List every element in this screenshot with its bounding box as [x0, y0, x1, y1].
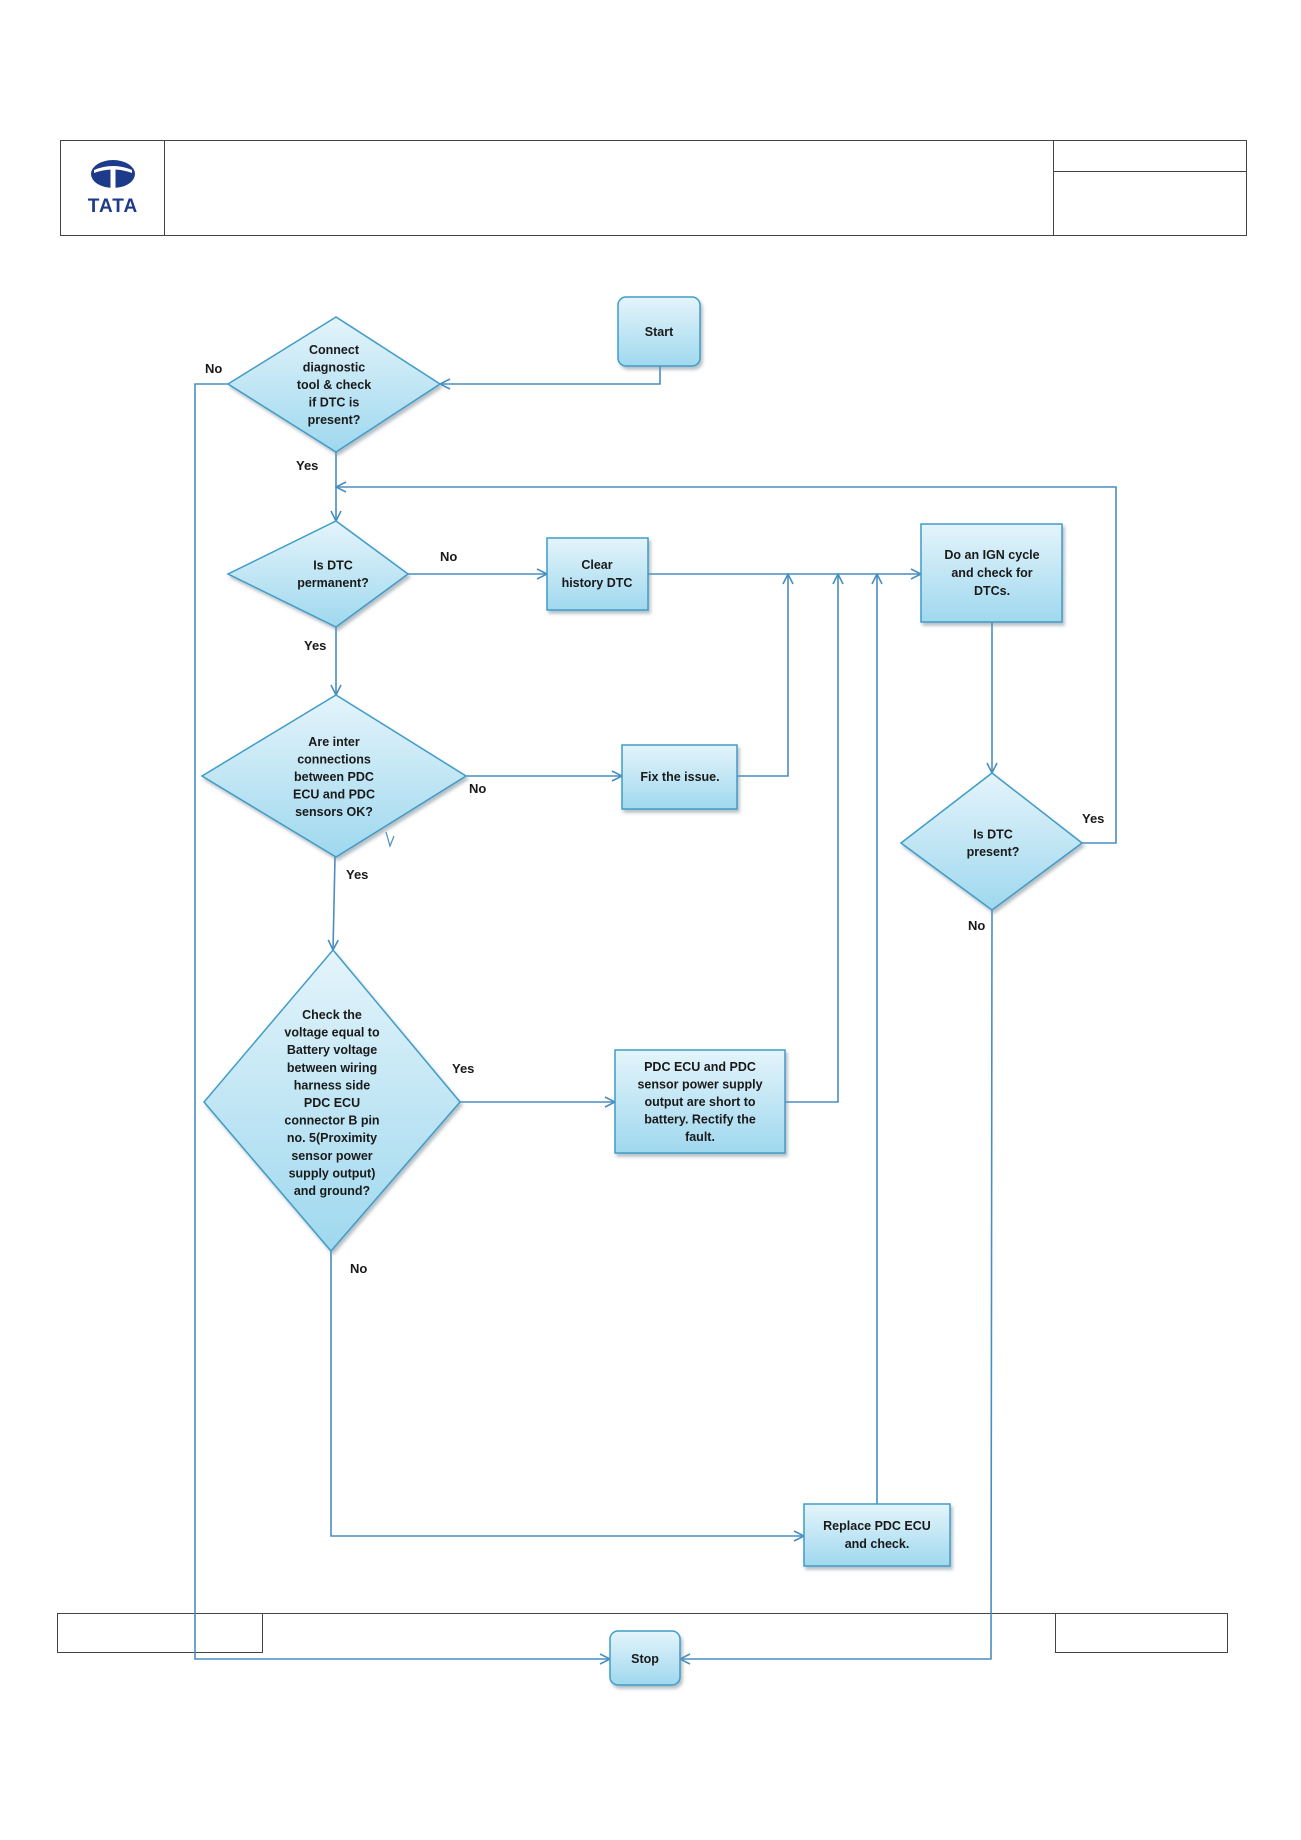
decision-interconnections-ok-text: Are inter connections between PDC ECU and P… — [293, 735, 375, 819]
node-text-line: present? — [308, 413, 361, 427]
logo-text: TATA — [87, 196, 139, 217]
node-text-line: if DTC is — [309, 396, 360, 410]
node-text-line: sensors OK? — [295, 805, 373, 819]
label-d5-yes: Yes — [1082, 811, 1104, 826]
node-text-line: connections — [297, 753, 371, 767]
node-text-line: and ground? — [294, 1184, 370, 1198]
node-text-line: output are short to — [644, 1095, 755, 1109]
edge-short-to-main — [785, 574, 838, 1103]
node-text-line: and check for — [951, 566, 1032, 580]
decision-dtc-present-initial — [226, 316, 442, 453]
node-text-line: history DTC — [562, 576, 633, 590]
start-label: Start — [645, 325, 674, 339]
process-short-to-battery-text: PDC ECU and PDC sensor power supply output… — [637, 1060, 762, 1144]
node-text-line: supply output) — [289, 1166, 376, 1180]
stray-mark — [385, 831, 395, 848]
node-text-line: Is DTC — [313, 558, 353, 572]
edge-start-to-d1 — [440, 366, 661, 384]
decision-dtc-permanent-text: Is DTC permanent? — [297, 558, 369, 590]
label-d2-no: No — [440, 549, 457, 564]
decision-check-voltage — [203, 948, 461, 1253]
process-fix-issue — [621, 744, 738, 810]
footer-left-box — [57, 1613, 263, 1653]
decision-dtc-present-initial-text: Connect diagnostic tool & check if DTC is pr… — [297, 343, 371, 427]
node-text-line: connector B pin — [284, 1114, 379, 1128]
node-text-line: DTCs. — [974, 584, 1010, 598]
label-d3-yes: Yes — [346, 867, 368, 882]
label-d2-yes: Yes — [304, 638, 326, 653]
node-text-line: PDC ECU and PDC — [644, 1060, 756, 1074]
decision-dtc-present-final-text: Is DTC present? — [967, 827, 1020, 859]
decision-dtc-permanent — [226, 520, 410, 628]
logo-cell: TATA — [61, 141, 165, 235]
node-text-line: between wiring — [287, 1061, 377, 1075]
process-clear-history — [546, 537, 649, 611]
process-ign-cycle — [920, 523, 1063, 623]
header-info-cell — [1053, 141, 1246, 235]
process-replace-ecu-text: Replace PDC ECU and check. — [823, 1519, 931, 1551]
node-text-line: sensor power — [291, 1149, 372, 1163]
label-d3-no: No — [469, 781, 486, 796]
tata-emblem-icon — [91, 160, 135, 188]
decision-dtc-present-final — [899, 772, 1084, 911]
node-text-line: between PDC — [294, 770, 374, 784]
edge-d1-no-to-stop — [194, 383, 610, 1659]
process-short-to-battery — [614, 1049, 786, 1154]
process-replace-ecu — [803, 1503, 951, 1567]
edge-fix-to-main — [737, 574, 788, 777]
node-text-line: tool & check — [297, 378, 371, 392]
node-text-line: Are inter — [308, 735, 360, 749]
node-text-line: fault. — [685, 1130, 715, 1144]
edge-d3-yes-to-d4 — [333, 856, 335, 950]
node-text-line: Fix the issue. — [640, 770, 719, 784]
label-d1-no: No — [205, 361, 222, 376]
node-text-line: battery. Rectify the — [644, 1113, 756, 1127]
start-node — [617, 296, 701, 367]
node-text-line: PDC ECU — [304, 1096, 360, 1110]
label-d5-no: No — [968, 918, 985, 933]
node-text-line: present? — [967, 845, 1020, 859]
node-text-line: diagnostic — [303, 361, 366, 375]
node-text-line: sensor power supply — [637, 1078, 762, 1092]
decision-check-voltage-text: Check the voltage equal to Battery voltage… — [284, 1008, 380, 1198]
node-text-line: permanent? — [297, 576, 369, 590]
process-fix-issue-text: Fix the issue. — [640, 770, 719, 784]
stop-node — [609, 1630, 681, 1686]
edge-d5-yes-to-loop — [336, 487, 1117, 844]
node-text-line: Do an IGN cycle — [944, 548, 1039, 562]
edge-d5-no-to-stop — [680, 909, 993, 1659]
label-d4-yes: Yes — [452, 1061, 474, 1076]
node-text-line: Clear — [581, 558, 612, 572]
edge-d4-no-to-replace — [330, 1251, 804, 1536]
process-clear-history-text: Clear history DTC — [562, 558, 633, 590]
footer-line — [263, 1613, 1055, 1614]
node-text-line: harness side — [294, 1078, 370, 1092]
stop-label: Stop — [631, 1652, 659, 1666]
decision-interconnections-ok — [200, 694, 468, 858]
label-d1-yes: Yes — [296, 458, 318, 473]
node-text-line: ECU and PDC — [293, 788, 375, 802]
node-text-line: voltage equal to — [284, 1026, 380, 1040]
node-text-line: no. 5(Proximity — [287, 1131, 377, 1145]
node-text-line: Check the — [302, 1008, 362, 1022]
document-header: TATA — [60, 140, 1247, 236]
label-d4-no: No — [350, 1261, 367, 1276]
node-text-line: Battery voltage — [287, 1043, 377, 1057]
node-text-line: and check. — [845, 1537, 910, 1551]
node-text-line: Connect — [309, 343, 360, 357]
header-divider — [1054, 171, 1246, 172]
node-text-line: Is DTC — [973, 827, 1013, 841]
node-text-line: Replace PDC ECU — [823, 1519, 931, 1533]
tata-logo: TATA — [83, 159, 143, 218]
footer-right-box — [1055, 1613, 1228, 1653]
